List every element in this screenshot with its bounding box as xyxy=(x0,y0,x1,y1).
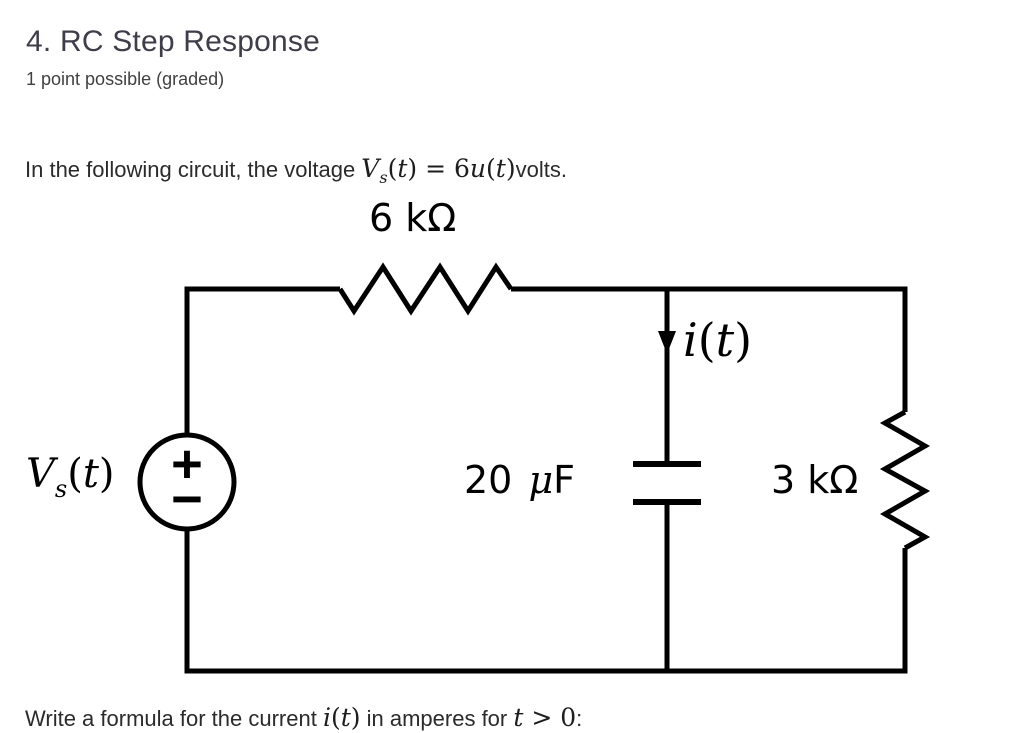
current-arrowhead-icon xyxy=(658,331,676,354)
voltage-source-circle xyxy=(137,432,237,532)
prompt-post: : xyxy=(576,706,583,731)
resistor-6k-zigzag xyxy=(337,262,514,316)
current-label: i(t) xyxy=(683,313,753,367)
voltage-equation: Vs(t) = 6u(t) xyxy=(361,154,516,187)
source-minus-sign: − xyxy=(169,474,204,523)
problem-title: 4. RC Step Response xyxy=(26,25,320,59)
resistor-6k-label: 6 kΩ xyxy=(369,196,457,240)
circuit-wires: + − xyxy=(137,262,931,674)
prompt-current-math: i(t) xyxy=(322,703,361,732)
points-status: 1 point possible (graded) xyxy=(26,69,225,89)
intro-pre: In the following circuit, the voltage xyxy=(25,157,362,182)
circuit-diagram: + − 6 kΩ Vs(t) 20 μF 3 kΩ i(t) xyxy=(0,190,1024,690)
resistor-3k-zigzag xyxy=(879,409,931,551)
resistor-3k-label: 3 kΩ xyxy=(771,458,859,502)
intro-post: volts. xyxy=(515,157,567,182)
prompt-mid: in amperes for xyxy=(360,706,514,731)
source-plus-sign: + xyxy=(169,439,204,488)
prompt-pre: Write a formula for the current xyxy=(25,706,323,731)
wire-top-right xyxy=(511,286,908,412)
capacitor-label: 20 μF xyxy=(464,458,575,502)
source-label: Vs(t) xyxy=(26,451,115,503)
intro-text: In the following circuit, the voltage Vs… xyxy=(25,154,567,187)
question-prompt: Write a formula for the current i(t) in … xyxy=(25,703,582,732)
wire-top-left xyxy=(184,286,340,435)
circuit-svg: + − xyxy=(137,262,931,674)
wire-bottom xyxy=(184,529,908,674)
prompt-condition-math: t > 0 xyxy=(513,703,577,732)
